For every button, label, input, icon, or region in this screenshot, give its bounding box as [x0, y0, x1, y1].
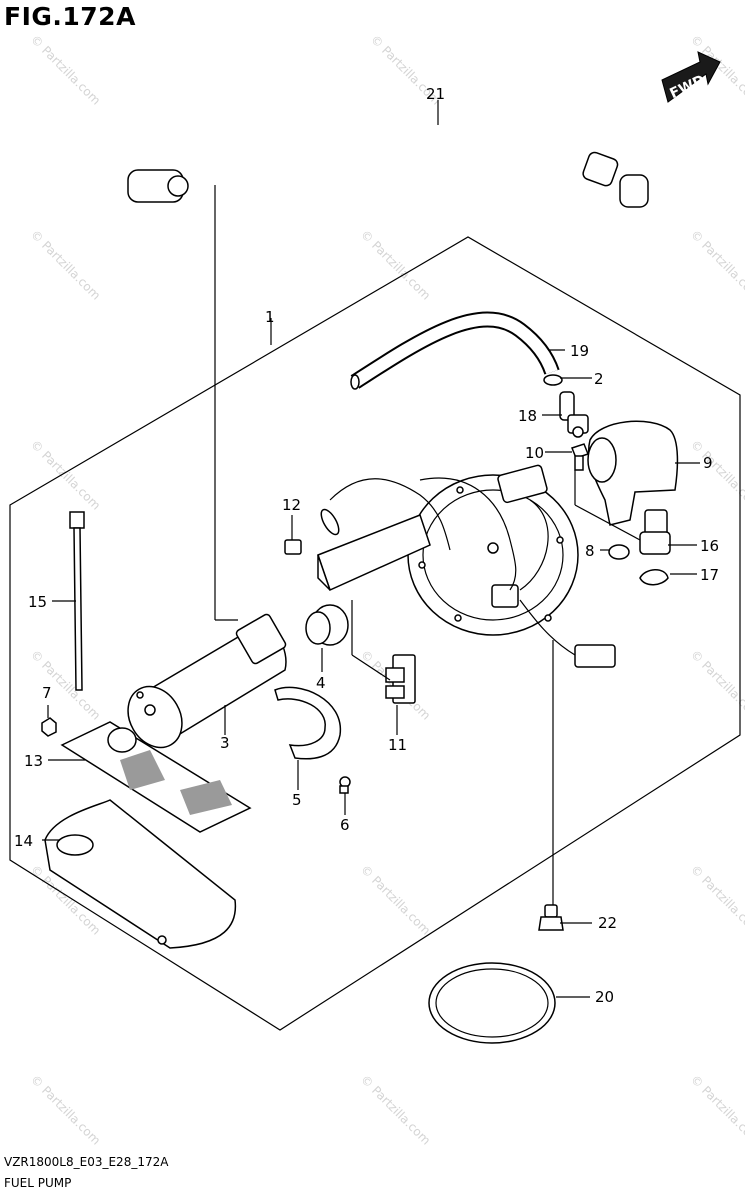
part-5-band [274, 686, 341, 760]
fwd-arrow-badge: FWD [661, 51, 721, 103]
watermark: © Partzilla.com [358, 227, 433, 302]
part-16-pressure-regulator [639, 509, 671, 555]
watermark: © Partzilla.com [688, 862, 745, 937]
part-12-connector [284, 539, 302, 555]
part-21-fuel-hose-assembly [127, 131, 649, 237]
callout-13: 13 [24, 752, 43, 770]
part-15-cable-tie [69, 511, 85, 691]
part-14-cover [44, 799, 237, 949]
wiring-harness [329, 464, 616, 668]
part-9-bracket [587, 420, 679, 526]
callout-9: 9 [703, 454, 713, 472]
watermark: © Partzilla.com [688, 227, 745, 302]
leader-lines [42, 100, 700, 998]
watermark: © Partzilla.com [688, 1072, 745, 1147]
callout-15: 15 [28, 593, 47, 611]
callout-12: 12 [282, 496, 301, 514]
figure-title: FIG.172A [4, 2, 136, 31]
pump-holder-bracket [317, 508, 431, 592]
callout-2: 2 [594, 370, 604, 388]
callout-8: 8 [585, 542, 595, 560]
part-18-pipe-fitting [559, 391, 589, 438]
part-6-screw [339, 776, 351, 794]
watermark: © Partzilla.com [358, 862, 433, 937]
callout-6: 6 [340, 816, 350, 834]
callout-16: 16 [700, 537, 719, 555]
watermark: © Partzilla.com [28, 227, 103, 302]
callout-11: 11 [388, 736, 407, 754]
watermark: © Partzilla.com [358, 1072, 433, 1147]
assembly-outline [9, 236, 741, 1031]
part-8-o-ring [608, 544, 630, 560]
part-13-fuel-filter [60, 721, 252, 833]
watermark: © Partzilla.com [688, 437, 745, 512]
part-2-clamp [543, 374, 563, 386]
watermark: © Partzilla.com [28, 437, 103, 512]
callout-4: 4 [316, 674, 326, 692]
part-20-gasket [428, 962, 556, 1044]
part-19-hose [350, 311, 560, 390]
part-7-nut [41, 717, 57, 737]
watermark: © Partzilla.com [28, 647, 103, 722]
part-4-grommet [305, 604, 349, 646]
callout-18: 18 [518, 407, 537, 425]
callout-20: 20 [595, 988, 614, 1006]
callout-19: 19 [570, 342, 589, 360]
part-10-bolt [571, 443, 589, 471]
callout-17: 17 [700, 566, 719, 584]
watermark: © Partzilla.com [28, 32, 103, 107]
model-code: VZR1800L8_E03_E28_172A [4, 1155, 169, 1169]
callout-10: 10 [525, 444, 544, 462]
part-3-fuel-pump [127, 613, 287, 749]
part-11-clip [385, 654, 416, 704]
watermark: © Partzilla.com [688, 647, 745, 722]
section-name: FUEL PUMP [4, 1176, 72, 1190]
callout-14: 14 [14, 832, 33, 850]
callout-1: 1 [265, 308, 275, 326]
callout-3: 3 [220, 734, 230, 752]
watermark: © Partzilla.com [28, 1072, 103, 1147]
callout-5: 5 [292, 791, 302, 809]
part-17-clip [639, 569, 669, 586]
callout-22: 22 [598, 914, 617, 932]
callout-labels: 1 2 3 4 5 6 7 8 9 10 11 12 13 14 15 16 1… [14, 85, 719, 1006]
callout-21: 21 [426, 85, 445, 103]
callout-7: 7 [42, 684, 52, 702]
part-22-bolt [538, 904, 564, 931]
pump-flange-plate [407, 474, 579, 636]
